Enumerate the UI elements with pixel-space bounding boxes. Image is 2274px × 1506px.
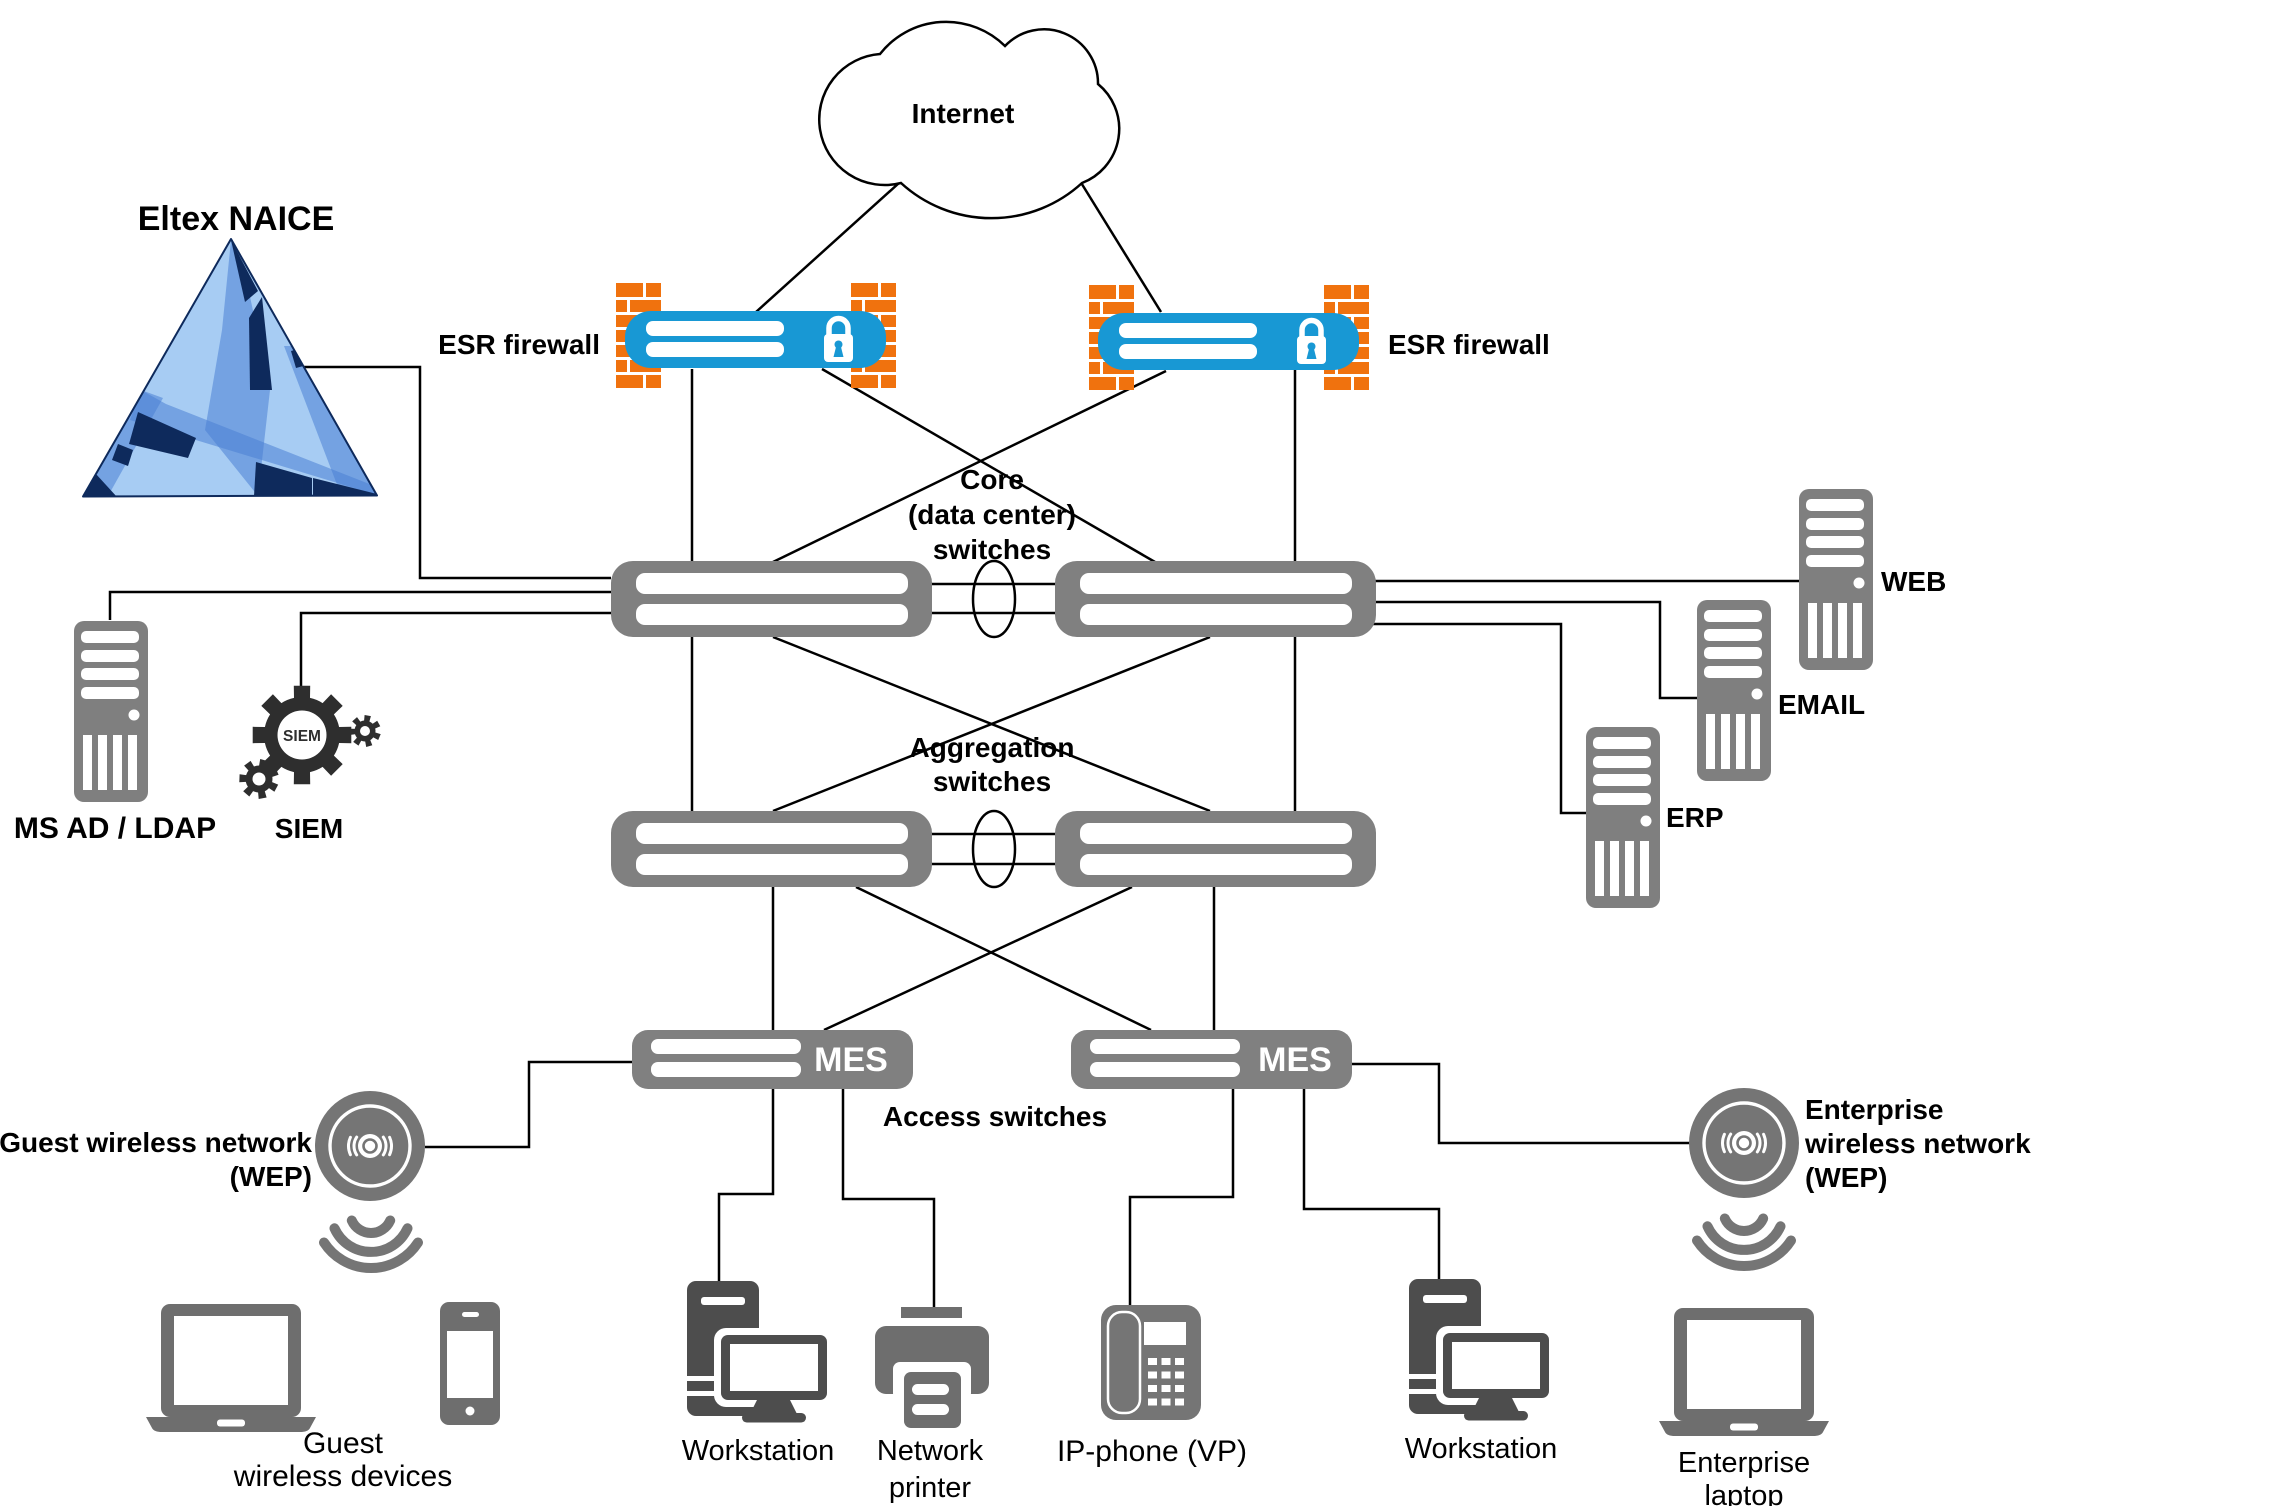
svg-text:MES: MES (814, 1041, 888, 1079)
svg-text:Workstation: Workstation (1405, 1433, 1558, 1465)
svg-text:(WEP): (WEP) (1805, 1162, 1887, 1193)
svg-text:Core: Core (960, 464, 1024, 495)
svg-text:SIEM: SIEM (275, 813, 343, 844)
svg-text:Access switches: Access switches (883, 1101, 1107, 1132)
svg-text:Network: Network (877, 1435, 984, 1467)
svg-text:ERP: ERP (1666, 802, 1724, 833)
svg-text:wireless network: wireless network (1804, 1128, 2031, 1159)
svg-text:(WEP): (WEP) (230, 1161, 312, 1192)
svg-text:WEB: WEB (1881, 566, 1946, 597)
svg-text:Enterprise: Enterprise (1678, 1447, 1810, 1479)
svg-text:Enterprise: Enterprise (1805, 1094, 1944, 1125)
svg-text:Guest wireless network: Guest wireless network (0, 1127, 312, 1158)
svg-text:IP-phone (VP): IP-phone (VP) (1057, 1435, 1247, 1468)
svg-text:Workstation: Workstation (682, 1435, 835, 1467)
svg-text:laptop: laptop (1704, 1480, 1783, 1506)
svg-text:wireless devices: wireless devices (233, 1460, 452, 1493)
svg-text:switches: switches (933, 534, 1051, 565)
svg-text:ESR firewall: ESR firewall (438, 329, 600, 360)
svg-text:MS AD / LDAP: MS AD / LDAP (14, 812, 216, 845)
svg-text:printer: printer (889, 1472, 972, 1504)
svg-text:(data center): (data center) (908, 499, 1076, 530)
svg-text:Internet: Internet (912, 98, 1015, 129)
svg-text:Guest: Guest (303, 1427, 384, 1460)
svg-text:switches: switches (933, 766, 1051, 797)
svg-text:Eltex NAICE: Eltex NAICE (138, 200, 335, 238)
svg-text:ESR firewall: ESR firewall (1388, 329, 1550, 360)
svg-text:EMAIL: EMAIL (1778, 689, 1865, 720)
svg-text:SIEM: SIEM (283, 728, 321, 745)
svg-text:MES: MES (1258, 1041, 1332, 1079)
svg-text:Aggregation: Aggregation (910, 732, 1075, 763)
